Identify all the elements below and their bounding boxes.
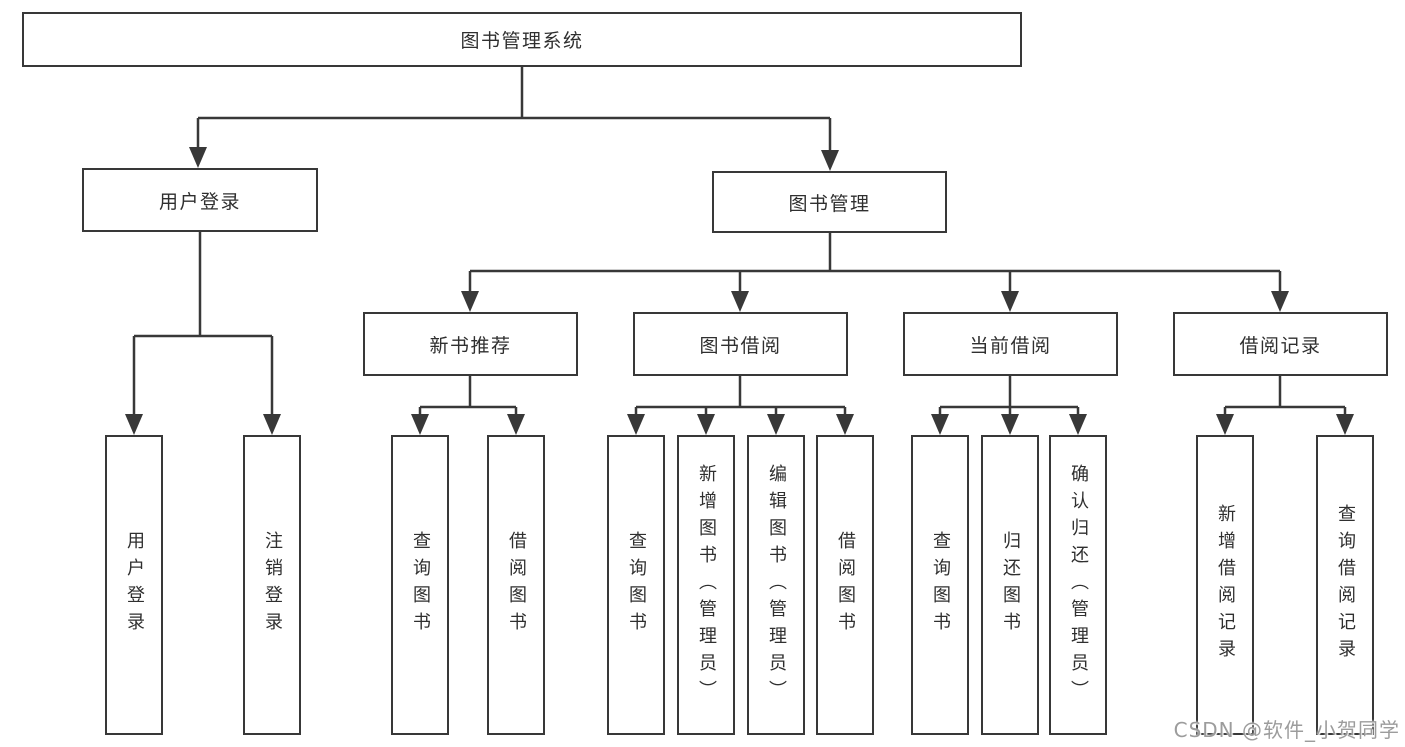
leaf-borrow-edit-book: 编辑图书（管理员） (747, 435, 805, 735)
node-book-management-label: 图书管理 (788, 192, 871, 215)
leaf-return-book-label: 归还图书 (1000, 531, 1021, 639)
connector-newbook-split (411, 376, 525, 435)
connector-record-split (1216, 376, 1354, 435)
node-book-borrow-label: 图书借阅 (699, 334, 782, 357)
node-current-borrow: 当前借阅 (903, 312, 1118, 376)
leaf-newbook-borrow: 借阅图书 (487, 435, 545, 735)
leaf-borrow-query: 查询图书 (607, 435, 665, 735)
leaf-borrow-book: 借阅图书 (816, 435, 874, 735)
leaf-newbook-query: 查询图书 (391, 435, 449, 735)
leaf-current-query-label: 查询图书 (930, 531, 951, 639)
csdn-watermark: CSDN @软件_小贺同学 (1173, 718, 1400, 742)
leaf-current-query: 查询图书 (911, 435, 969, 735)
node-root-label: 图书管理系统 (460, 30, 584, 52)
leaf-confirm-return-label: 确认归还（管理员） (1068, 463, 1089, 707)
leaf-borrow-query-label: 查询图书 (626, 531, 647, 639)
leaf-newbook-borrow-label: 借阅图书 (506, 531, 527, 639)
leaf-borrow-book-label: 借阅图书 (835, 531, 856, 639)
leaf-query-borrow-record-label: 查询借阅记录 (1335, 504, 1356, 666)
leaf-query-borrow-record: 查询借阅记录 (1316, 435, 1374, 735)
connector-management-split (461, 233, 1289, 312)
connector-root-split (189, 67, 839, 171)
leaf-borrow-add-book-label: 新增图书（管理员） (696, 463, 717, 707)
leaf-confirm-return: 确认归还（管理员） (1049, 435, 1107, 735)
node-borrow-record: 借阅记录 (1173, 312, 1388, 376)
leaf-return-book: 归还图书 (981, 435, 1039, 735)
node-current-borrow-label: 当前借阅 (969, 334, 1052, 357)
node-root: 图书管理系统 (22, 12, 1022, 67)
node-new-book-recommend-label: 新书推荐 (429, 334, 512, 357)
leaf-add-borrow-record-label: 新增借阅记录 (1215, 504, 1236, 666)
leaf-user-login: 用户登录 (105, 435, 163, 735)
node-borrow-record-label: 借阅记录 (1239, 334, 1322, 357)
connector-borrow-split (627, 376, 854, 435)
node-new-book-recommend: 新书推荐 (363, 312, 578, 376)
leaf-logout: 注销登录 (243, 435, 301, 735)
node-book-management: 图书管理 (712, 171, 947, 233)
leaf-borrow-edit-book-label: 编辑图书（管理员） (766, 463, 787, 707)
node-user-login: 用户登录 (82, 168, 318, 232)
connector-login-split (125, 232, 281, 435)
node-user-login-label: 用户登录 (158, 190, 241, 213)
leaf-add-borrow-record: 新增借阅记录 (1196, 435, 1254, 735)
leaf-newbook-query-label: 查询图书 (410, 531, 431, 639)
connector-current-split (931, 376, 1087, 435)
leaf-logout-label: 注销登录 (262, 531, 283, 639)
node-book-borrow: 图书借阅 (633, 312, 848, 376)
leaf-borrow-add-book: 新增图书（管理员） (677, 435, 735, 735)
leaf-user-login-label: 用户登录 (124, 531, 145, 639)
